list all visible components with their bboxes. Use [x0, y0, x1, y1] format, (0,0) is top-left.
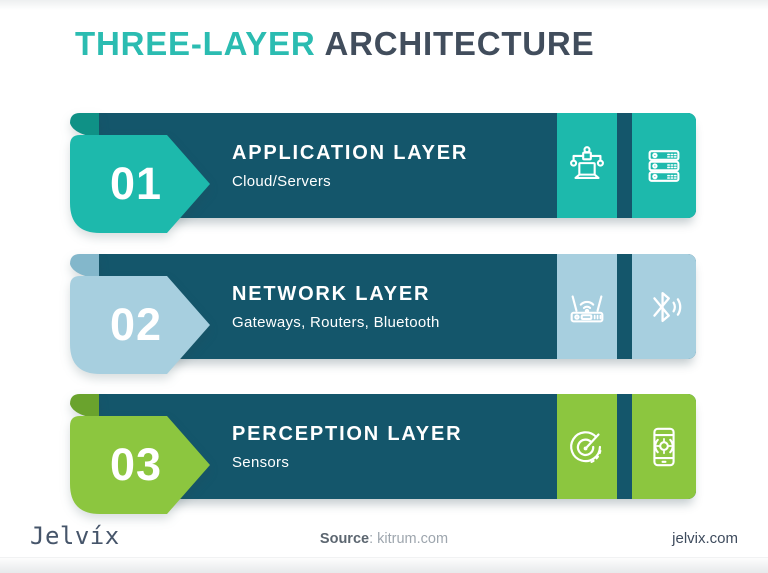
layer-ribbon [70, 394, 210, 514]
layer-ribbon [70, 113, 210, 233]
icon-separator [617, 254, 632, 359]
page-title-highlight: THREE-LAYER [75, 25, 316, 62]
icon-separator [617, 394, 632, 499]
layer-text-block: APPLICATION LAYER Cloud/Servers [95, 113, 557, 218]
radar-icon [557, 394, 617, 499]
router-icon [557, 254, 617, 359]
layer-row-network: NETWORK LAYER Gateways, Routers, Bluetoo… [70, 254, 697, 380]
layer-row-application: APPLICATION LAYER Cloud/Servers [70, 113, 697, 239]
layer-text-block: PERCEPTION LAYER Sensors [95, 394, 557, 499]
icon-separator [617, 113, 632, 218]
layer-text-block: NETWORK LAYER Gateways, Routers, Bluetoo… [95, 254, 557, 359]
source-label: Source [319, 531, 370, 547]
layer-description: Sensors [232, 453, 290, 471]
server-rack-icon [632, 113, 696, 218]
layer-number: 01 [109, 158, 163, 209]
website-url: jelvix.com [672, 530, 738, 547]
jelvix-logo: Jelvíx [30, 522, 120, 550]
smartphone-sensor-icon [632, 394, 696, 499]
bottom-gradient [0, 557, 768, 573]
layer-ribbon [70, 254, 210, 374]
layer-number: 03 [109, 439, 163, 490]
network-nodes-icon [557, 113, 617, 218]
layer-name: NETWORK LAYER [232, 282, 431, 305]
source-separator: : [369, 531, 378, 547]
bluetooth-icon [632, 254, 696, 359]
source-credit: Source: kitrum.com [0, 531, 768, 547]
layer-name: APPLICATION LAYER [232, 141, 469, 164]
top-gradient [0, 0, 768, 10]
source-value: kitrum.com [377, 531, 449, 547]
layer-description: Gateways, Routers, Bluetooth [232, 313, 440, 331]
layer-description: Cloud/Servers [232, 172, 331, 190]
page-title-rest: ARCHITECTURE [324, 25, 595, 62]
layer-row-perception: PERCEPTION LAYER Sensors [70, 394, 697, 520]
layer-number: 02 [109, 299, 163, 350]
layer-name: PERCEPTION LAYER [232, 422, 463, 445]
